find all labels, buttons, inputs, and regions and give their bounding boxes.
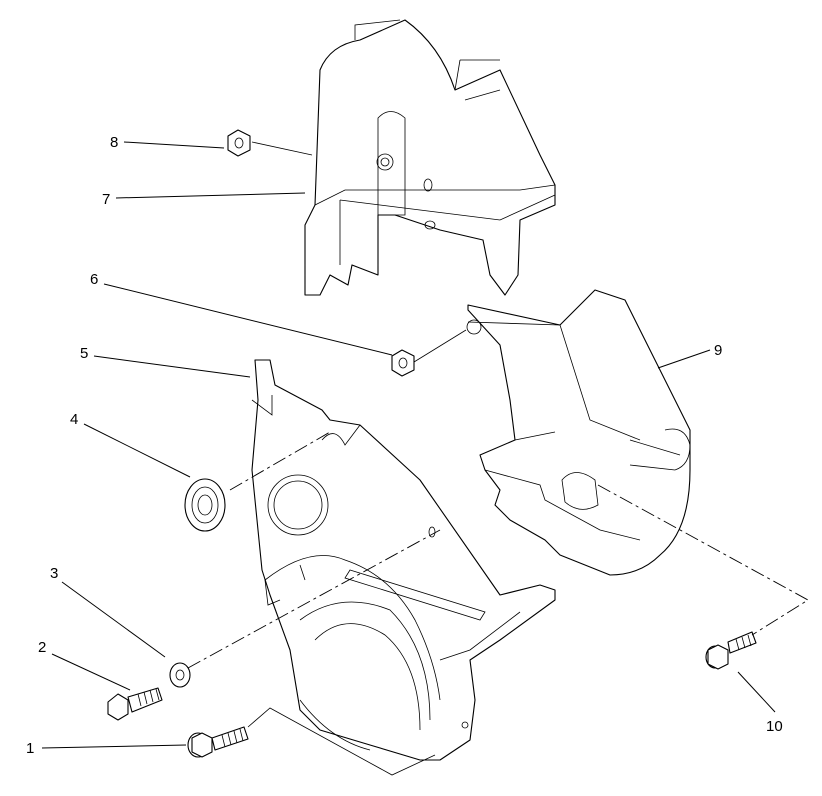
callout-8: 8 — [110, 134, 118, 151]
leader-lines — [41, 141, 776, 749]
callout-7: 7 — [102, 191, 110, 208]
callout-9: 9 — [714, 342, 722, 359]
callout-5: 5 — [80, 345, 88, 362]
callout-3: 3 — [50, 565, 58, 582]
flange-nut-8 — [227, 129, 251, 157]
front-cover — [251, 359, 556, 761]
flange-bolt-1 — [187, 726, 249, 758]
washer — [169, 662, 191, 688]
callout-10: 10 — [766, 718, 783, 735]
callout-6: 6 — [90, 271, 98, 288]
callout-1: 1 — [26, 740, 34, 757]
flange-nut-6 — [391, 349, 415, 377]
gasket-seal — [184, 478, 226, 532]
upper-cover — [304, 19, 556, 296]
callout-4: 4 — [70, 411, 78, 428]
callout-2: 2 — [38, 639, 46, 656]
hex-bolt-2 — [107, 687, 163, 721]
rear-cover — [466, 289, 691, 576]
center-lines — [187, 141, 809, 776]
flange-bolt-10 — [705, 631, 757, 670]
